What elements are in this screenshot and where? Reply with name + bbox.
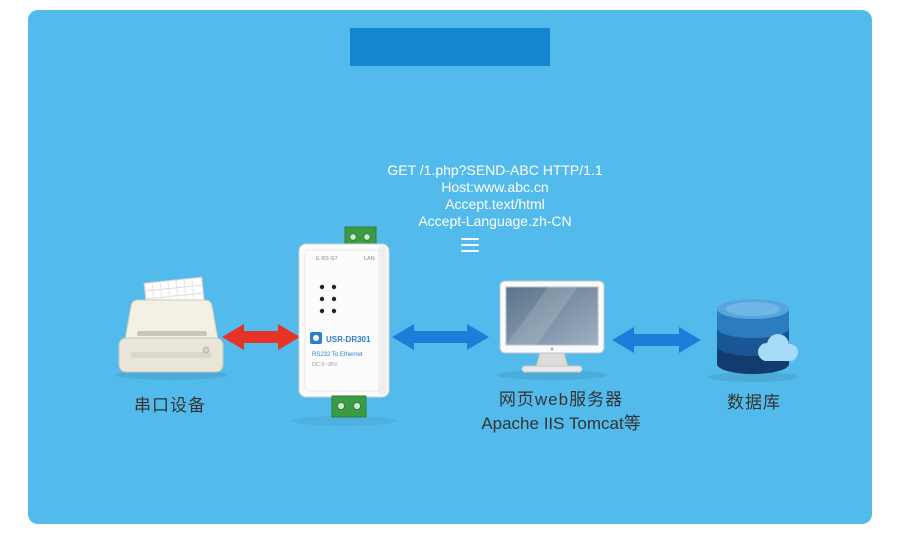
- http-request-line: Accept.text/html: [445, 196, 545, 212]
- database-label: 数据库: [727, 393, 781, 412]
- device-shadow: [292, 416, 396, 426]
- monitor-shadow: [497, 370, 607, 380]
- device-subtitle-label: RS232 To Ethernet: [312, 352, 363, 358]
- serial-device-label: 串口设备: [134, 396, 206, 415]
- http-request-line: Accept-Language.zh-CN: [418, 213, 572, 229]
- blue-double-arrow-right: [612, 327, 701, 353]
- http-request-block: GET /1.php?SEND-ABC HTTP/1.1 Host:www.ab…: [295, 162, 695, 230]
- device-bottom-terminal: [331, 395, 367, 418]
- device-power-label: DC:5~36V: [312, 362, 338, 368]
- web-server-sub-label: Apache IIS Tomcat等: [481, 414, 641, 433]
- more-lines-icon: [461, 238, 479, 256]
- blue-background-panel: [28, 10, 872, 524]
- red-double-arrow: [222, 324, 300, 350]
- device-led-indicators: [319, 284, 337, 314]
- device-model-label: USR-DR301: [326, 335, 371, 344]
- database-shadow: [708, 372, 798, 382]
- blue-double-arrow-left: [392, 324, 489, 350]
- printer-illustration: [118, 276, 224, 373]
- device-body: [298, 243, 390, 398]
- device-port-label-right: LAN: [364, 256, 375, 262]
- http-request-line: Host:www.abc.cn: [441, 179, 549, 195]
- monitor-illustration: [499, 280, 605, 373]
- cloud-icon: [758, 334, 798, 361]
- web-server-label: 网页web服务器: [498, 390, 624, 409]
- http-request-line: GET /1.php?SEND-ABC HTTP/1.1: [387, 162, 603, 178]
- device-port-label-left: E RS G7: [316, 256, 338, 262]
- database-illustration: [717, 299, 798, 374]
- usr-dr301-device-illustration: E RS G7 LAN USR-DR301 RS232 To Ethernet …: [298, 226, 390, 418]
- top-tab-block: [350, 28, 550, 66]
